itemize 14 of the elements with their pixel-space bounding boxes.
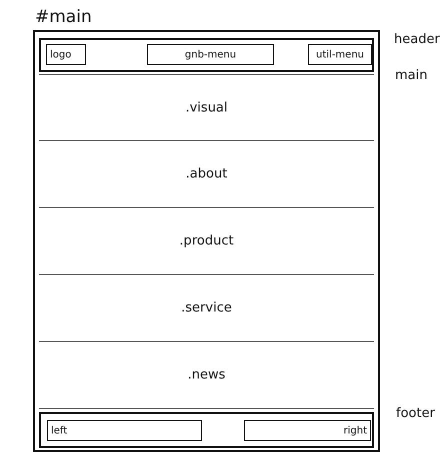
footer-box: right [244, 420, 371, 441]
menu-box: util-menu [308, 44, 372, 65]
section-band: .news [39, 342, 374, 409]
region-label: main [395, 68, 428, 83]
footer-box: left [47, 420, 202, 441]
placeholder-box: logo [46, 44, 86, 65]
frame-heading: #main [35, 7, 92, 27]
section-band: .visual [39, 74, 374, 141]
menu-box: gnb-menu [147, 44, 274, 65]
section-band: .service [39, 275, 374, 342]
region-label: header [394, 32, 440, 47]
section-band: .product [39, 208, 374, 275]
section-band: .about [39, 141, 374, 208]
region-label: footer [396, 406, 435, 421]
